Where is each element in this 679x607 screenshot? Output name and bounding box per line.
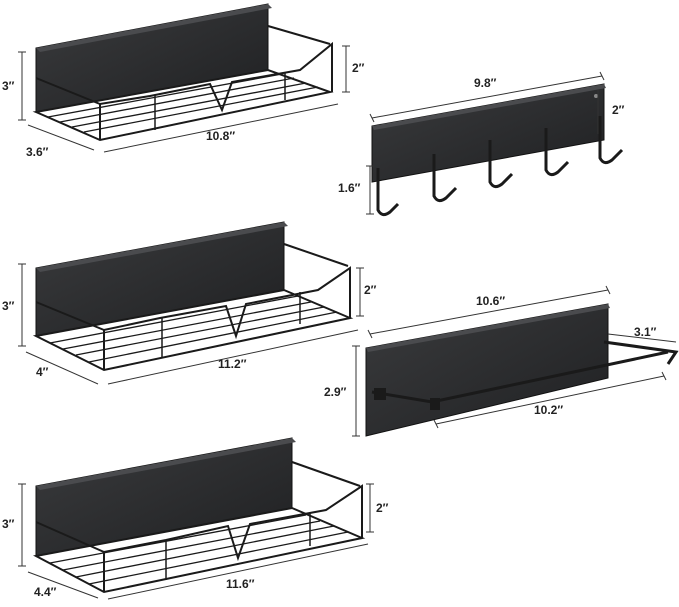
key-rack-top-height-label: 2″ xyxy=(612,103,625,117)
shelf-small-rail-label: 2″ xyxy=(352,61,365,75)
shelf-medium-rail-label: 2″ xyxy=(364,283,377,297)
dimension-lines-shelf-medium xyxy=(18,263,364,385)
towel-holder-height-label: 2.9″ xyxy=(324,385,347,399)
spice-shelf-small xyxy=(32,3,334,142)
shelf-small-depth-label: 3.6″ xyxy=(26,145,49,159)
shelf-large-length-label: 11.6″ xyxy=(226,577,255,591)
spice-shelf-large xyxy=(33,437,366,594)
shelf-small-length-label: 10.8″ xyxy=(206,129,236,143)
dimension-lines-shelf-large xyxy=(18,483,374,600)
shelf-small-height-label: 3″ xyxy=(2,79,15,93)
towel-holder-bottom-length-label: 10.2″ xyxy=(534,403,564,417)
shelf-medium-depth-label: 4″ xyxy=(36,365,49,379)
dimension-lines-shelf-small xyxy=(18,45,350,153)
shelf-medium-height-label: 3″ xyxy=(2,299,15,313)
key-rack-hook-height-label: 1.6″ xyxy=(338,181,361,195)
shelf-large-height-label: 3″ xyxy=(2,517,15,531)
towel-holder-top-length-label: 10.6″ xyxy=(476,294,506,308)
shelf-large-rail-label: 2″ xyxy=(376,501,389,515)
spice-shelf-medium xyxy=(32,221,354,372)
shelf-medium-length-label: 11.2″ xyxy=(218,357,247,371)
key-hook-rack xyxy=(371,83,624,217)
dimension-lines-key-rack xyxy=(366,71,605,215)
key-rack-length-label: 9.8″ xyxy=(474,76,497,90)
towel-holder-arm-label: 3.1″ xyxy=(634,325,657,339)
shelf-large-depth-label: 4.4″ xyxy=(34,585,57,599)
dimension-lines-towel-holder xyxy=(352,285,677,437)
paper-towel-holder xyxy=(365,303,679,437)
